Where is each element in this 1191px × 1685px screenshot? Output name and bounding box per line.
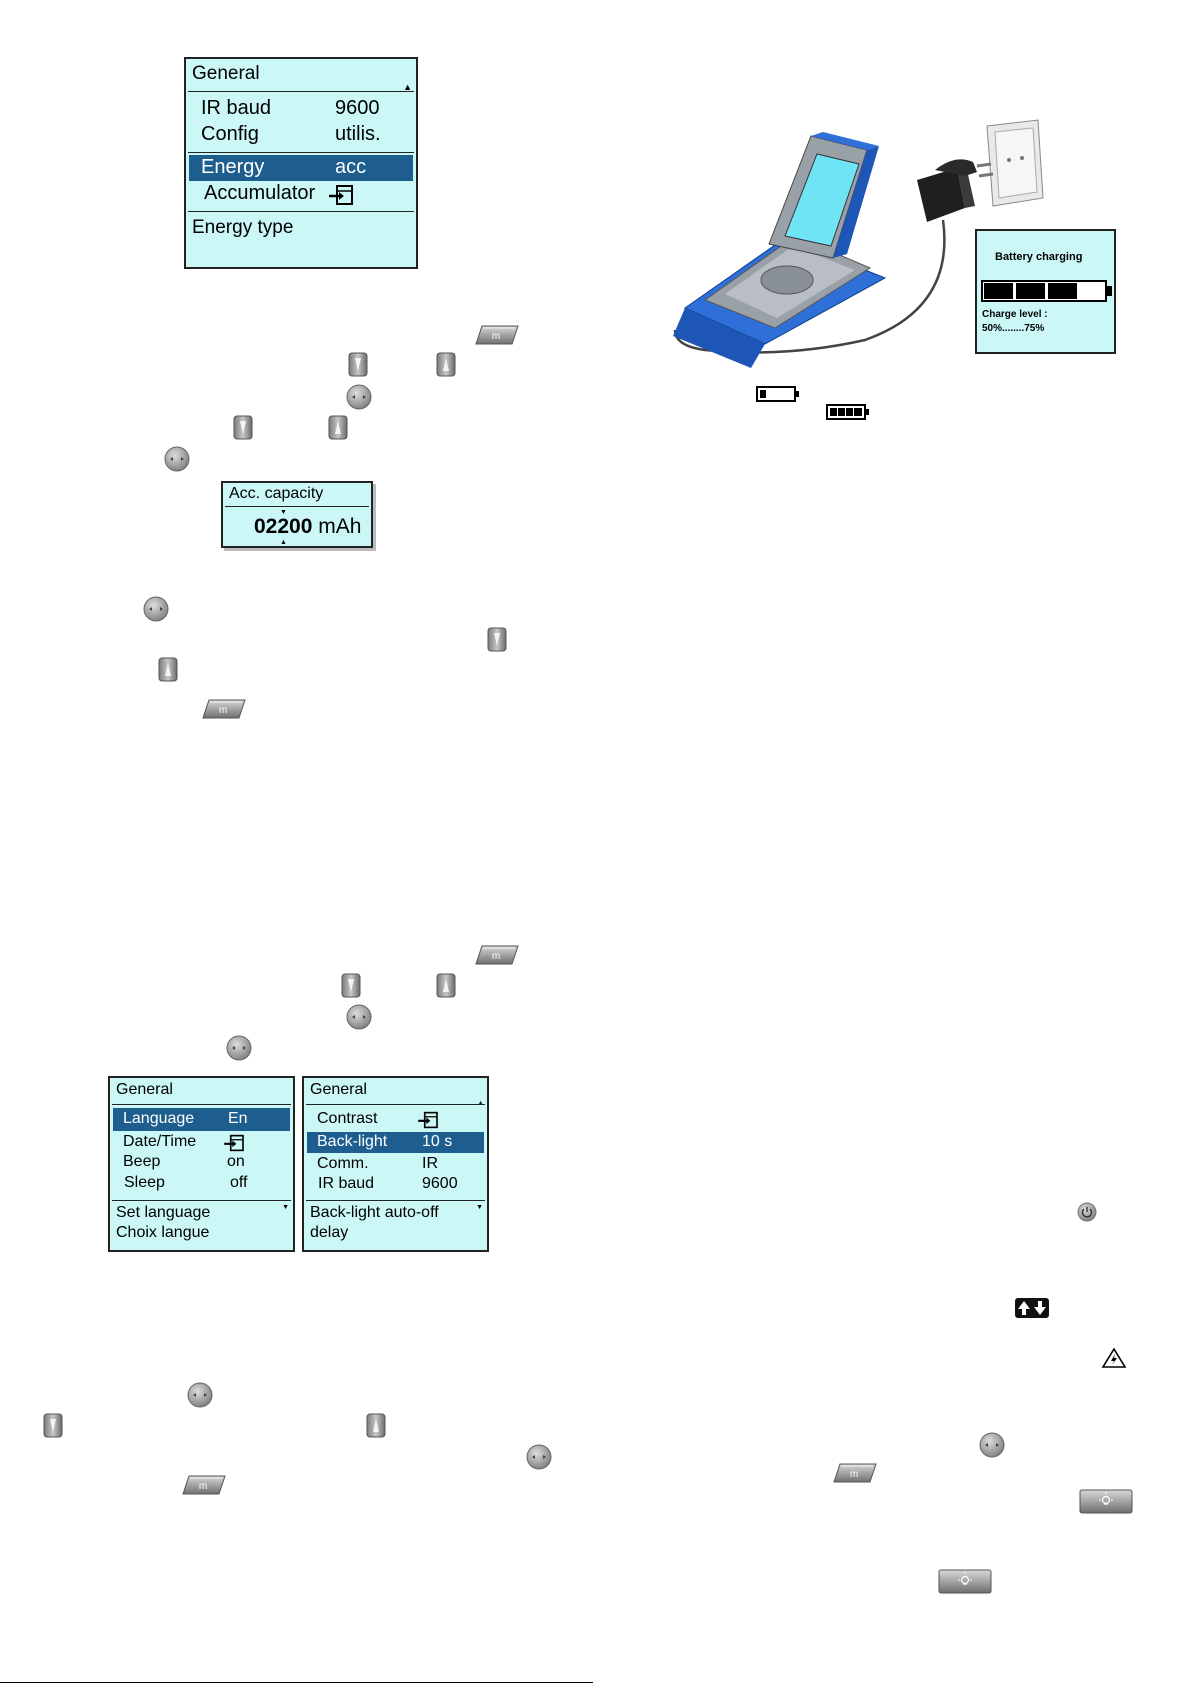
charge-level-bar bbox=[981, 280, 1107, 302]
nav-pad-icon bbox=[226, 1035, 252, 1061]
menu-row-language[interactable]: Language En bbox=[113, 1108, 290, 1131]
charge-level-label: Charge level : bbox=[982, 309, 1048, 320]
m-key-icon: m bbox=[474, 944, 520, 966]
menu-row-accumulator[interactable]: Accumulator bbox=[189, 182, 413, 208]
down-arrow-key-icon bbox=[43, 1413, 63, 1438]
entry-icon bbox=[223, 1134, 245, 1152]
lcd-footer-line-2: delay bbox=[310, 1224, 349, 1241]
down-arrow-key-icon bbox=[348, 352, 368, 377]
menu-row-energy[interactable]: Energy acc bbox=[189, 155, 413, 181]
m-key-icon: m bbox=[832, 1462, 878, 1484]
menu-row-contrast[interactable]: Contrast bbox=[307, 1110, 484, 1130]
battery-terminal bbox=[1107, 286, 1112, 296]
up-arrow-key-icon bbox=[158, 657, 178, 682]
lcd-title: General bbox=[116, 1081, 173, 1098]
m-key-icon: m bbox=[201, 698, 247, 720]
m-key-icon: m bbox=[474, 324, 520, 346]
charge-segment bbox=[984, 283, 1013, 299]
down-arrow-key-icon bbox=[341, 973, 361, 998]
entry-icon bbox=[328, 184, 354, 206]
charge-level-range: 50%........75% bbox=[982, 323, 1045, 334]
lcd-title: General bbox=[192, 63, 260, 84]
up-arrow-key-icon bbox=[366, 1413, 386, 1438]
charge-segment bbox=[1016, 283, 1045, 299]
electric-hazard-icon bbox=[1101, 1347, 1127, 1368]
lcd-title: Acc. capacity bbox=[229, 485, 324, 502]
lcd-title: General bbox=[310, 1081, 367, 1098]
up-arrow-key-icon bbox=[436, 973, 456, 998]
up-arrow-key-icon bbox=[436, 352, 456, 377]
charge-level-fill bbox=[984, 283, 1077, 299]
nav-pad-icon bbox=[187, 1382, 213, 1408]
nav-pad-icon bbox=[164, 446, 190, 472]
up-down-arrows-icon bbox=[1015, 1298, 1049, 1318]
battery-full-icon bbox=[826, 404, 869, 420]
footer-rule bbox=[0, 1682, 593, 1683]
menu-row-beep[interactable]: Beep on bbox=[123, 1153, 245, 1170]
up-arrow-key-icon bbox=[328, 415, 348, 440]
menu-row-config[interactable]: Config utilis. bbox=[201, 123, 381, 145]
lcd-general-language: General Language En Date/Time Beep on Sl… bbox=[108, 1076, 295, 1252]
charger-plug-icon bbox=[917, 159, 994, 222]
scroll-up-indicator: ▲ bbox=[403, 82, 412, 92]
svg-text:m: m bbox=[219, 705, 227, 716]
wall-socket-icon bbox=[986, 119, 1044, 207]
entry-icon bbox=[417, 1111, 439, 1129]
power-icon bbox=[1077, 1202, 1097, 1222]
lcd-footer: Energy type bbox=[192, 217, 294, 238]
lcd-footer-line-1: Set language bbox=[116, 1204, 211, 1221]
nav-pad-icon bbox=[143, 596, 169, 622]
charge-segment bbox=[1048, 283, 1077, 299]
m-key-icon: m bbox=[181, 1474, 227, 1496]
menu-row-ir-baud[interactable]: IR baud 9600 bbox=[318, 1175, 458, 1192]
lcd-acc-capacity: Acc. capacity ▼ 02200 mAh ▲ bbox=[221, 481, 373, 548]
instrument-device-icon bbox=[673, 132, 887, 368]
device-charging-illustration bbox=[673, 119, 1044, 368]
lcd-general-energy: General ▲ IR baud 9600 Config utilis. En… bbox=[184, 57, 418, 269]
down-arrow-key-icon bbox=[233, 415, 253, 440]
menu-row-comm[interactable]: Comm. IR bbox=[317, 1155, 438, 1172]
menu-row-sleep[interactable]: Sleep off bbox=[124, 1174, 248, 1191]
svg-text:m: m bbox=[199, 1481, 207, 1492]
down-arrow-key-icon bbox=[487, 627, 507, 652]
nav-pad-icon bbox=[526, 1444, 552, 1470]
svg-text:m: m bbox=[850, 1469, 858, 1480]
nav-pad-icon bbox=[979, 1432, 1005, 1458]
menu-row-date-time[interactable]: Date/Time bbox=[113, 1133, 290, 1153]
lcd-general-backlight: General ▲ Contrast Back-light 10 s Comm.… bbox=[302, 1076, 489, 1252]
capacity-value[interactable]: 02200 mAh bbox=[254, 515, 362, 538]
menu-row-ir-baud[interactable]: IR baud 9600 bbox=[201, 97, 380, 119]
nav-pad-icon bbox=[346, 1004, 372, 1030]
svg-text:m: m bbox=[492, 331, 500, 342]
lcd-footer-line-2: Choix langue bbox=[116, 1224, 210, 1241]
lcd-battery-charging: Battery charging Charge level : 50%.....… bbox=[975, 229, 1116, 354]
backlight-key-icon bbox=[1079, 1489, 1133, 1514]
nav-pad-icon bbox=[346, 384, 372, 410]
menu-row-back-light[interactable]: Back-light 10 s bbox=[307, 1132, 484, 1153]
backlight-key-icon bbox=[938, 1569, 992, 1594]
battery-low-icon bbox=[756, 386, 799, 402]
lcd-footer-line-1: Back-light auto-off bbox=[310, 1204, 439, 1221]
svg-text:m: m bbox=[492, 951, 500, 962]
charging-title: Battery charging bbox=[995, 251, 1083, 263]
